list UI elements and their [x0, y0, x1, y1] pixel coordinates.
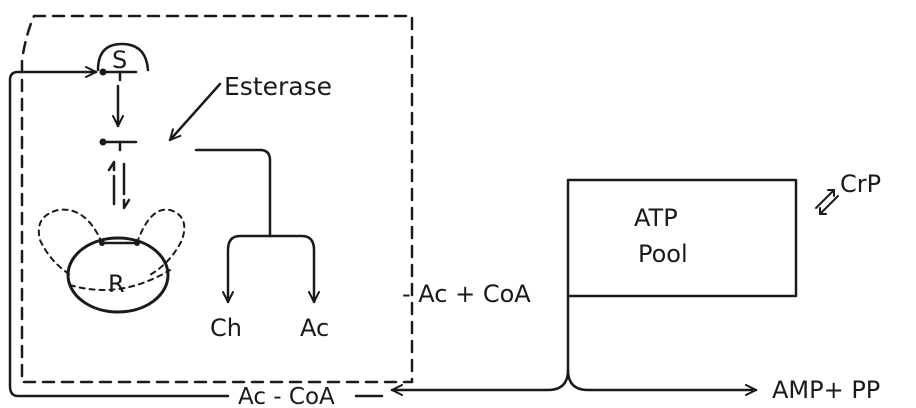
receptor-dotted-lobe-right	[136, 208, 186, 277]
arrow-esterase	[168, 82, 222, 142]
atp-label: ATP	[634, 204, 678, 232]
substrate-label: S	[112, 46, 127, 74]
amp-pp-label: AMP+ PP	[772, 376, 880, 404]
receptor-bound-molecule	[99, 240, 140, 246]
hydrolysis-path	[194, 148, 272, 238]
equilibrium-arrows	[107, 160, 131, 210]
esterase-label: Esterase	[224, 72, 332, 101]
branch-to-acetate	[268, 234, 320, 304]
creatine-phosphate-label: CrP	[840, 170, 881, 198]
acetylcholine-molecule-top	[99, 68, 138, 82]
choline-label: Ch	[210, 314, 242, 342]
cell-boundary	[20, 14, 414, 384]
acetylcholine-molecule-bound	[99, 138, 138, 152]
acetyl-coa-label: Ac - CoA	[238, 384, 335, 408]
creatine-phosphate-equilibrium	[815, 189, 839, 215]
receptor-body	[66, 236, 170, 314]
substrate-site-dome	[96, 42, 150, 72]
receptor-label: R	[108, 270, 125, 298]
acetate-coa-label: - Ac + CoA	[402, 280, 531, 308]
pool-label: Pool	[638, 240, 688, 268]
acetate-label: Ac	[300, 314, 329, 342]
receptor-dotted-lobe-left	[37, 208, 103, 277]
atp-pool-box	[566, 178, 798, 298]
branch-to-choline	[222, 234, 272, 304]
receptor-dotted-arc	[69, 269, 171, 291]
atp-to-amp	[566, 368, 758, 396]
acetyl-coa-return-path	[8, 66, 230, 398]
atp-to-acetyl-coa	[390, 368, 570, 396]
